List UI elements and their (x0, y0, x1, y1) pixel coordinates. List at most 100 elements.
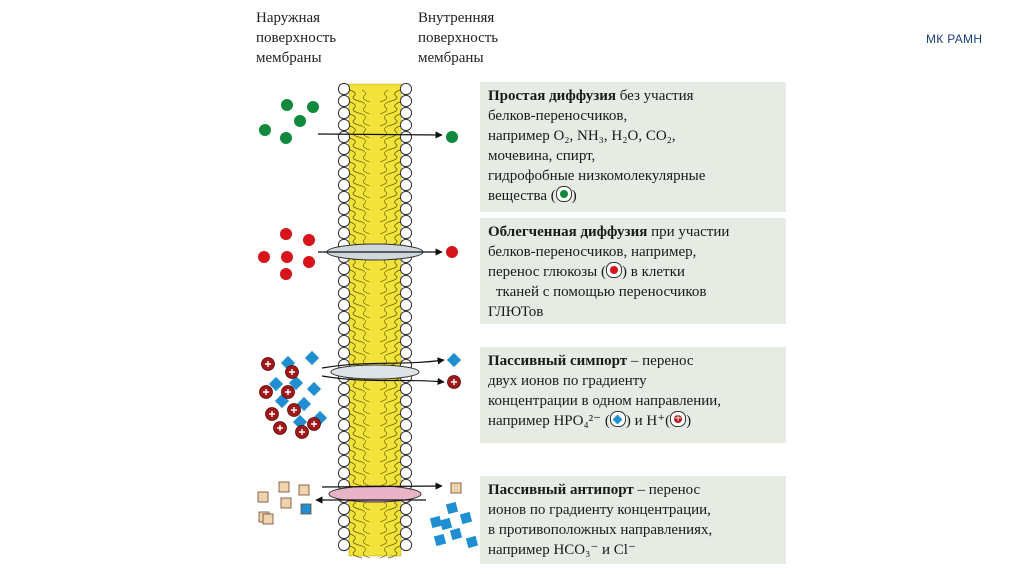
h2o-formula: H₂O (611, 128, 639, 144)
lipid-tail (361, 545, 371, 559)
lipid-tail (361, 173, 371, 187)
lipid-tail (387, 269, 401, 283)
lipid-tail (387, 401, 401, 415)
lipid-head (399, 226, 413, 240)
lipid-tail (349, 197, 363, 211)
facilitated-diffusion-title: Облегченная диффузия (488, 224, 648, 240)
lipid-tail (361, 113, 371, 127)
plus-ion-icon (670, 409, 687, 429)
text: в противоположных направлениях, (488, 522, 713, 538)
symport-arrow-upper (321, 357, 445, 369)
plus-ion-sign (299, 429, 305, 435)
lipid-head (399, 142, 413, 156)
lipid-tail (361, 317, 371, 331)
lipid-tail (387, 413, 401, 427)
simple-diffusion-arrow (317, 131, 443, 139)
lipid-tail (349, 161, 363, 175)
lipid-tail (387, 305, 401, 319)
lipid-head (337, 202, 351, 216)
text: тканей с помощью переносчиков (496, 284, 707, 300)
lipid-head (337, 418, 351, 432)
lipid-head (337, 82, 351, 96)
lipid-tail (349, 341, 363, 355)
outer-header-line: Наружная (256, 10, 321, 26)
lipid-head (337, 190, 351, 204)
lipid-head (337, 106, 351, 120)
lipid-head (399, 118, 413, 132)
lipid-tail (387, 437, 401, 451)
plus-ion-sign (451, 379, 457, 385)
lipid-head (337, 286, 351, 300)
blue-square-ion (459, 511, 473, 525)
text: белков-переносчиков, (488, 108, 628, 124)
text: мочевина, спирт, (488, 148, 596, 164)
text: например HCO₃⁻ и Cl⁻ (488, 542, 636, 558)
lipid-tail (349, 461, 363, 475)
lipid-head (337, 382, 351, 396)
lipid-head (337, 262, 351, 276)
lipid-tail (379, 509, 389, 523)
lipid-head (399, 430, 413, 444)
lipid-tail (387, 341, 401, 355)
lipid-head (337, 394, 351, 408)
lipid-tail (349, 101, 363, 115)
passive-symport-panel: Пассивный симпорт – перенос двух ионов п… (480, 347, 786, 443)
lipid-tail (361, 533, 371, 547)
lipid-head (399, 406, 413, 420)
lipid-head (399, 106, 413, 120)
text: ) и H⁺( (625, 413, 671, 429)
lipid-tail (349, 257, 363, 271)
lipid-tail (349, 437, 363, 451)
lipid-tail (361, 425, 371, 439)
lipid-tail (387, 461, 401, 475)
lipid-tail (361, 341, 371, 355)
lipid-tail (379, 425, 389, 439)
red-glucose (281, 251, 293, 263)
lipid-tail (387, 449, 401, 463)
red-glucose (303, 256, 315, 268)
lipid-tail (349, 149, 363, 163)
lipid-tail (349, 125, 363, 139)
text: двух ионов по градиенту (488, 373, 647, 389)
lipid-head (399, 190, 413, 204)
green-molecule (294, 115, 306, 127)
brand-label: МК РАМН (926, 32, 983, 46)
text: ) в клетки (622, 264, 685, 280)
lipid-head (337, 538, 351, 552)
lipid-tail (379, 353, 389, 367)
lipid-tail (361, 329, 371, 343)
lipid-head (399, 178, 413, 192)
lipid-head (399, 538, 413, 552)
lipid-tail (387, 161, 401, 175)
lipid-tail (379, 185, 389, 199)
lipid-head (337, 298, 351, 312)
text: ) (571, 188, 577, 204)
text: перенос глюкозы ( (488, 264, 607, 280)
lipid-tail (379, 221, 389, 235)
lipid-tail (387, 221, 401, 235)
blue-ion (296, 396, 312, 412)
plus-ion-sign (263, 389, 269, 395)
plus-ion-sign (285, 389, 291, 395)
lipid-tail (361, 89, 371, 103)
lipid-tail (387, 545, 401, 559)
lipid-head (337, 166, 351, 180)
lipid-tail (379, 281, 389, 295)
lipid-tail (379, 293, 389, 307)
lipid-tail (387, 281, 401, 295)
lipid-tail (387, 389, 401, 403)
lipid-tail (349, 545, 363, 559)
lipid-tail (379, 377, 389, 391)
lipid-tail (387, 329, 401, 343)
lipid-tail (349, 89, 363, 103)
lipid-tail (361, 305, 371, 319)
text: концентрации в одном направлении, (488, 393, 722, 409)
lipid-tail (349, 449, 363, 463)
lipid-head (399, 130, 413, 144)
lipid-head (337, 430, 351, 444)
inner-header-line: мембраны (418, 50, 484, 66)
plus-ion-sign (269, 411, 275, 417)
lipid-tail (387, 317, 401, 331)
lipid-tail (361, 413, 371, 427)
